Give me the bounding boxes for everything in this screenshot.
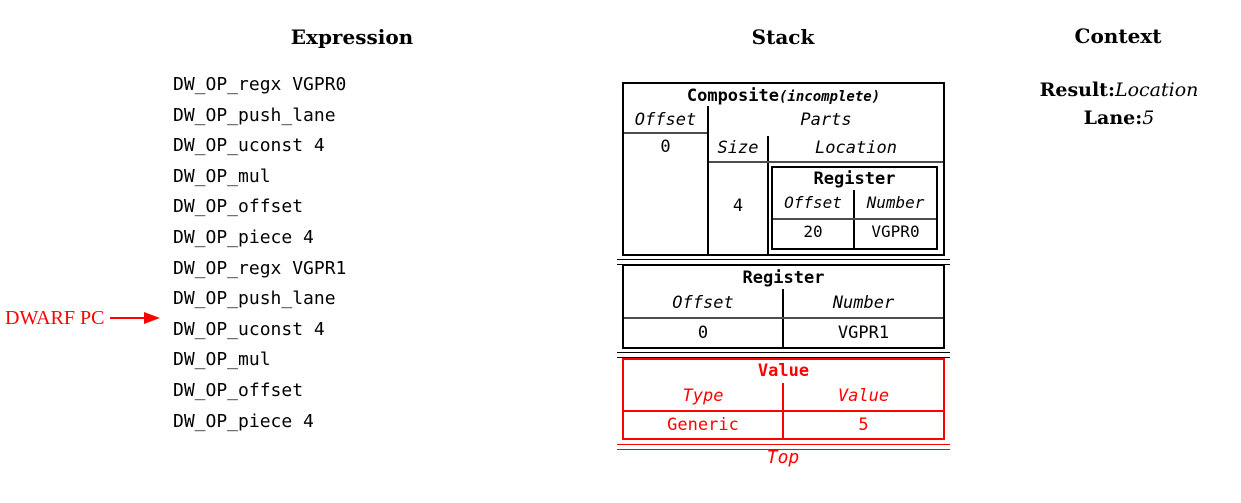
- expression-item: DW_OP_regx VGPR1: [173, 257, 347, 279]
- composite-location-header: Location: [815, 138, 897, 158]
- stack-entry-value-box: Value Type Value Generic 5: [622, 358, 945, 440]
- value-type-value: Generic: [667, 415, 739, 435]
- register-title: Register: [742, 268, 825, 288]
- column-header-stack: Stack: [751, 25, 815, 49]
- expression-list: DW_OP_regx VGPR0 DW_OP_push_lane DW_OP_u…: [173, 70, 346, 437]
- composite-nested-register-box: Register Offset Number 20 VGPR0: [771, 166, 938, 250]
- composite-title: Composite: [686, 86, 779, 106]
- composite-offset-header: Offset: [634, 110, 697, 130]
- register-offset-value: 0: [697, 323, 709, 343]
- composite-title-row: Composite(incomplete): [624, 86, 943, 107]
- dwarf-pc-label: DWARF PC: [5, 307, 105, 329]
- composite-parts-rule: [709, 161, 943, 163]
- dwarf-pc-arrow-line: [110, 317, 144, 319]
- expression-item: DW_OP_mul: [173, 165, 271, 187]
- context-result-line: Result:Location: [1014, 80, 1224, 100]
- value-value-header: Value: [837, 386, 890, 406]
- register-number-value: VGPR1: [837, 323, 890, 343]
- expression-item: DW_OP_mul: [173, 349, 271, 371]
- column-header-context: Context: [1074, 24, 1162, 48]
- expression-item: DW_OP_uconst 4: [173, 318, 325, 340]
- expression-item: DW_OP_offset: [173, 379, 304, 401]
- context-result-value: Location: [1114, 79, 1199, 101]
- expression-item: DW_OP_offset: [173, 196, 304, 218]
- register-offset-header: Offset: [672, 293, 734, 313]
- stack-entry-register-box: Register Offset Number 0 VGPR1: [622, 264, 945, 349]
- nested-register-title: Register: [813, 169, 896, 189]
- stack-separator: [617, 352, 950, 358]
- register-number-header: Number: [832, 293, 895, 313]
- nested-register-rule: [773, 218, 936, 220]
- stack-top-label: Top: [766, 447, 800, 468]
- composite-parts-header: Parts: [800, 110, 852, 130]
- context-lane-value: 5: [1142, 107, 1155, 129]
- nested-register-offset-value: 20: [803, 222, 823, 241]
- expression-item: DW_OP_push_lane: [173, 104, 336, 126]
- composite-size-location-divider: [767, 136, 769, 254]
- value-rule: [624, 410, 943, 412]
- expression-item: DW_OP_uconst 4: [173, 135, 325, 157]
- composite-offset-parts-divider: [707, 106, 709, 254]
- column-header-expression: Expression: [290, 25, 414, 49]
- value-title: Value: [757, 361, 810, 381]
- value-value-value: 5: [858, 415, 869, 435]
- composite-title-suffix: (incomplete): [778, 89, 881, 105]
- value-type-header: Type: [682, 386, 724, 406]
- expression-item: DW_OP_regx VGPR0: [173, 74, 347, 95]
- context-lane-line: Lane:5: [1014, 108, 1224, 128]
- expression-item: DW_OP_piece 4: [173, 226, 314, 248]
- dwarf-pc-arrowhead-icon: [144, 312, 160, 324]
- composite-size-header: Size: [717, 138, 759, 158]
- composite-offset-rule: [624, 132, 707, 134]
- stack-entry-composite-box: Composite(incomplete) Offset 0 Parts Siz…: [622, 82, 945, 256]
- context-result-label: Result:: [1039, 79, 1115, 101]
- nested-register-number-value: VGPR0: [871, 222, 920, 241]
- nested-register-offset-header: Offset: [784, 193, 842, 212]
- nested-register-number-header: Number: [866, 193, 925, 212]
- composite-offset-value: 0: [660, 137, 671, 157]
- expression-item: DW_OP_piece 4: [173, 410, 314, 432]
- context-lane-label: Lane:: [1083, 107, 1143, 129]
- expression-item: DW_OP_push_lane: [173, 288, 336, 310]
- composite-size-value: 4: [732, 196, 744, 216]
- stack-top-separator: [617, 444, 950, 450]
- register-rule: [624, 317, 943, 319]
